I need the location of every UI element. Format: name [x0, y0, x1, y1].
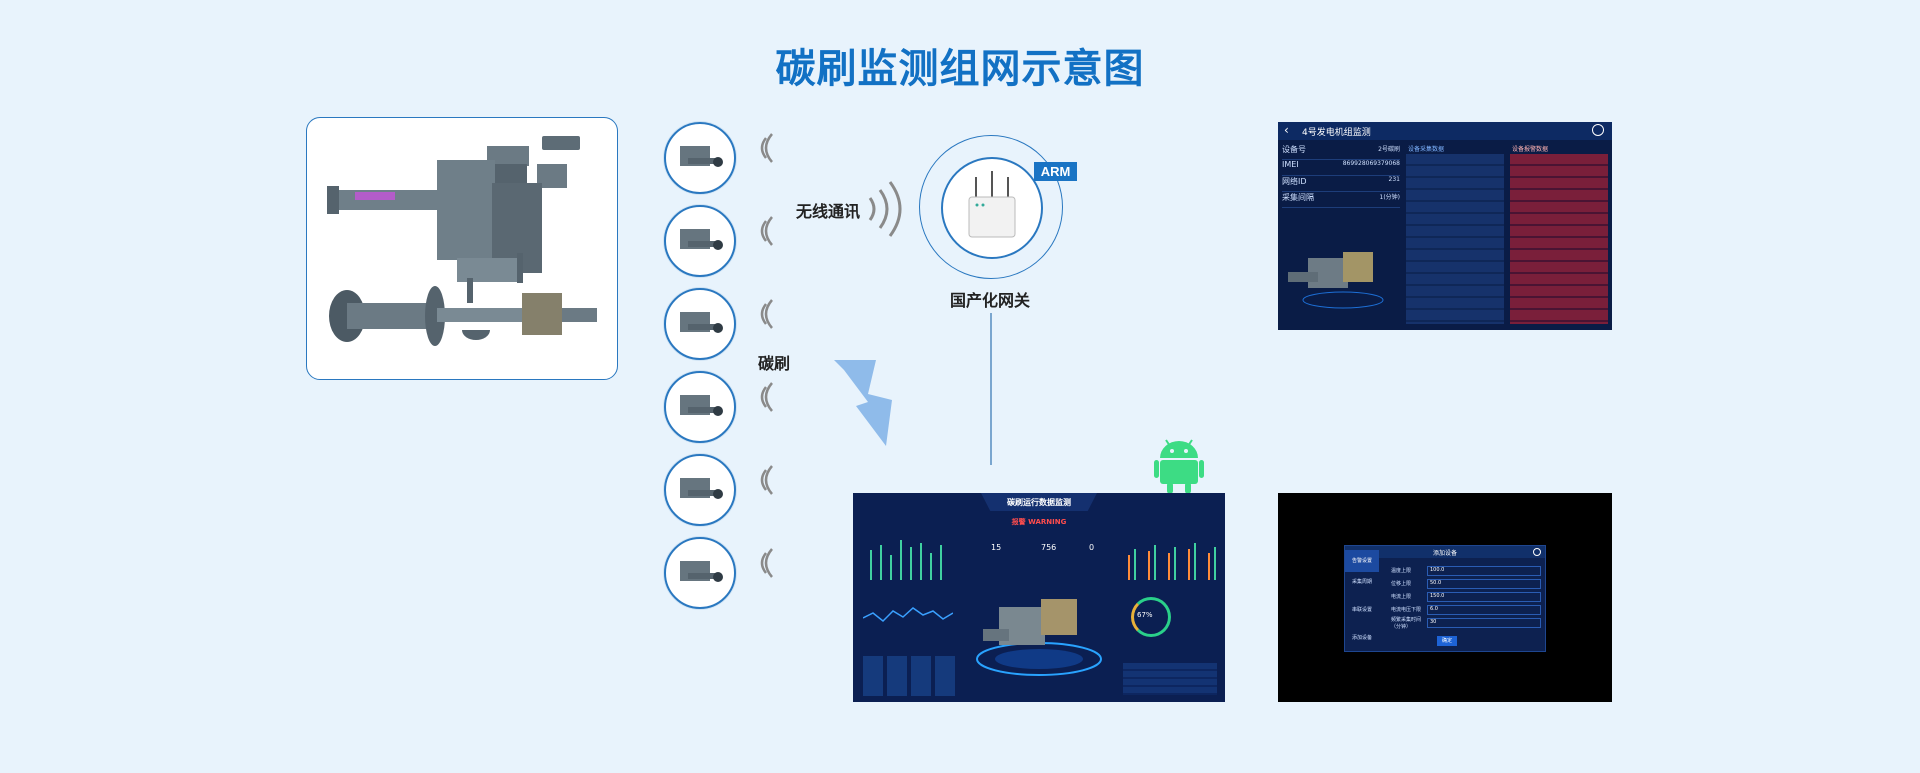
stat-value-1: 15 [991, 543, 1002, 552]
left-line-chart [863, 607, 953, 623]
stat-value-2: 756 [1041, 543, 1057, 552]
settings-dialog: 添加设备 告警设置 采集周期 串联设置 添加设备 温度上限 100.0 位移上限… [1344, 545, 1546, 652]
android-icon [1154, 439, 1204, 494]
right-bar-chart [1128, 543, 1216, 580]
gateway-device [941, 157, 1043, 259]
warning-banner: 报警 WARNING [1011, 518, 1067, 526]
alarm-data-table [1510, 154, 1608, 324]
wireless-signal-icon [868, 181, 902, 237]
signal-wave-icon-5 [760, 469, 768, 491]
form-field[interactable]: 频繁采集时间（分钟） 30 [1391, 616, 1541, 630]
signal-wave-icon-1 [760, 137, 768, 159]
right-data-table [1123, 663, 1217, 695]
form-field[interactable]: 电流电压下限 6.0 [1391, 603, 1541, 616]
brush-3d-model-image [1288, 252, 1384, 309]
alarm-data-header: 设备报警数据 [1512, 146, 1549, 153]
carbon-brush-node-1 [664, 122, 736, 194]
carbon-brush-node-2 [664, 205, 736, 277]
form-field[interactable]: 温度上限 100.0 [1391, 564, 1541, 577]
screen-title: 4号发电机组监测 [1302, 128, 1371, 138]
signal-wave-icon-3 [760, 303, 768, 325]
gauge-value: 67% [1137, 611, 1153, 619]
confirm-button[interactable]: 确定 [1437, 636, 1457, 646]
carbon-brush-label: 碳刷 [758, 354, 791, 373]
page-title: 碳刷监测组网示意图 [775, 46, 1145, 92]
settings-screen: 添加设备 告警设置 采集周期 串联设置 添加设备 温度上限 100.0 位移上限… [1278, 493, 1612, 702]
carbon-brush-node-5 [664, 454, 736, 526]
back-arrow-icon[interactable]: ‹ [1284, 123, 1289, 137]
tab-serial-settings[interactable]: 串联设置 [1351, 607, 1372, 613]
gateway-outer-ring [919, 135, 1063, 279]
status-tiles [863, 656, 955, 696]
gateway-connector-line [990, 313, 992, 465]
form-field[interactable]: 电流上限 150.0 [1391, 590, 1541, 603]
dashboard-title: 碳刷运行数据监测 [1007, 498, 1071, 507]
settings-icon[interactable] [1592, 124, 1604, 136]
collection-data-header: 设备采集数据 [1408, 146, 1445, 153]
close-icon[interactable] [1533, 548, 1541, 556]
tab-add-device[interactable]: 添加设备 [1351, 635, 1372, 641]
signal-wave-icon-4 [760, 386, 768, 408]
tab-collection-cycle[interactable]: 采集周期 [1351, 579, 1372, 585]
carbon-brush-node-6 [664, 537, 736, 609]
collection-data-table [1406, 154, 1504, 324]
signal-wave-icon-6 [760, 552, 768, 574]
gauge-ring [1131, 597, 1171, 637]
lightning-icon [834, 360, 892, 446]
stat-value-3: 0 [1089, 543, 1095, 552]
brush-device-image-panel [306, 117, 618, 380]
brush-dashboard-screen: 碳刷运行数据监测 报警 WARNING 15 756 0 [853, 493, 1225, 702]
carbon-brush-node-4 [664, 371, 736, 443]
brush-exploded-view-image [327, 136, 597, 346]
signal-waves-icons [760, 133, 773, 578]
carbon-brush-node-3 [664, 288, 736, 360]
arm-badge: ARM [1034, 162, 1077, 181]
signal-wave-icon-2 [760, 220, 768, 242]
gateway-label: 国产化网关 [950, 291, 1031, 310]
center-3d-model-image [976, 599, 1102, 676]
form-field[interactable]: 位移上限 50.0 [1391, 577, 1541, 590]
wireless-label: 无线通讯 [796, 202, 861, 221]
dialog-title: 添加设备 [1432, 550, 1457, 557]
left-bar-chart [870, 540, 942, 580]
tab-alarm-settings[interactable]: 告警设置 [1345, 550, 1379, 572]
